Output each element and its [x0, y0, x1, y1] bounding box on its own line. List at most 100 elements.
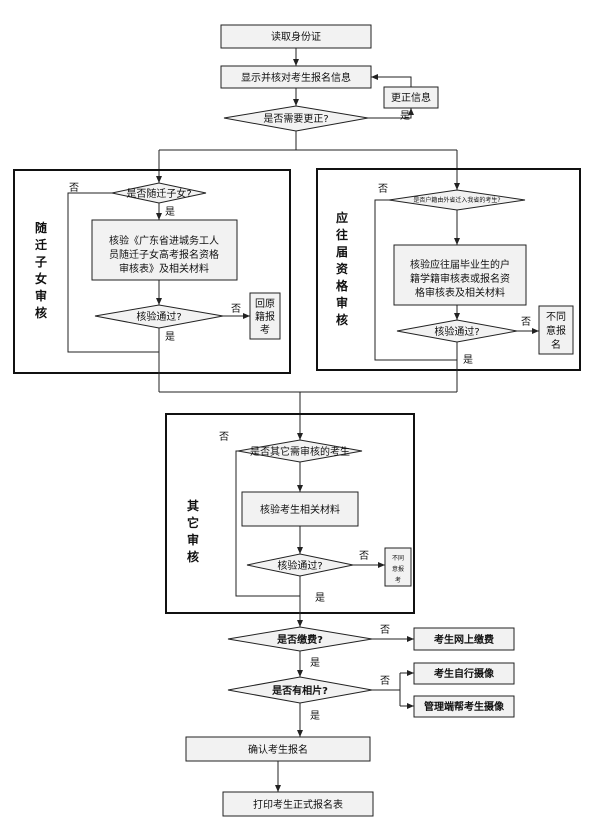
side-char: 核	[35, 305, 47, 320]
arrow-back-to-verify	[371, 74, 412, 87]
migrant-reject-box: 回原 籍报 考	[249, 292, 281, 340]
side-char: 届	[336, 245, 348, 259]
admin-photo-label: 管理端帮考生摄像	[424, 700, 505, 713]
side-char: 格	[336, 278, 349, 293]
admin-photo-step: 管理端帮考生摄像	[413, 695, 515, 718]
migrant-pass-label: 核验通过?	[136, 310, 181, 323]
panel-migrant	[13, 169, 291, 374]
verify-line: 员随迁子女高考报名资格	[109, 248, 219, 261]
photo-decision: 是否有相片?	[227, 676, 373, 704]
self-photo-label: 考生自行摄像	[434, 667, 495, 680]
panel-migrant-side-title: 随 迁 子 女 审 核	[35, 220, 47, 320]
side-char: 审	[35, 288, 47, 303]
yes-label: 是	[165, 331, 175, 343]
yes-label: 是	[310, 710, 320, 722]
graduate-verify-step: 核验应往届毕业生的户 籍学籍审核表或报名资 格审核表及相关材料	[393, 244, 527, 306]
no-label: 否	[69, 182, 79, 194]
graduate-reject-box: 不同 意报 名	[538, 305, 574, 355]
reject-line: 考	[395, 576, 401, 584]
other-pass-label: 核验通过?	[277, 559, 322, 572]
reject-line: 籍报	[255, 310, 275, 323]
side-char: 核	[336, 312, 348, 327]
arrow-to-correct	[368, 108, 414, 119]
other-verify-label: 核验考生相关材料	[260, 503, 340, 516]
photo-question-label: 是否有相片?	[271, 684, 328, 697]
need-correct-decision: 是否需要更正?	[223, 105, 369, 132]
reject-line: 意报	[546, 324, 566, 337]
verify-line: 格审核表及相关材料	[415, 286, 505, 299]
no-label: 否	[521, 316, 531, 328]
side-char: 应	[336, 210, 348, 225]
side-char: 核	[187, 549, 199, 564]
need-correct-label: 是否需要更正?	[263, 113, 328, 125]
panel-other	[165, 413, 415, 614]
graduate-question-label: 是否户籍由外省迁入我省的考生?	[413, 196, 500, 204]
side-char: 往	[336, 227, 348, 242]
side-char: 女	[35, 271, 47, 286]
verify-line: 籍学籍审核表或报名资	[410, 272, 510, 285]
no-label: 否	[378, 183, 388, 195]
side-char: 审	[187, 532, 199, 547]
yes-label: 是	[310, 657, 320, 669]
graduate-pass-label: 核验通过?	[434, 325, 479, 338]
side-char: 其	[187, 498, 199, 513]
correct-info-step: 更正信息	[383, 86, 439, 109]
verify-line: 核验应往届毕业生的户	[410, 258, 510, 271]
panel-graduate-side-title: 应 往 届 资 格 审 核	[336, 210, 349, 327]
panel-other-side-title: 其 它 审 核	[187, 498, 199, 564]
other-verify-step: 核验考生相关材料	[241, 491, 359, 527]
online-fee-label: 考生网上缴费	[434, 633, 494, 646]
confirm-label: 确认考生报名	[248, 743, 308, 756]
side-char: 子	[35, 255, 47, 269]
no-label: 否	[359, 550, 369, 562]
show-verify-label: 显示并核对考生报名信息	[241, 71, 351, 84]
yes-label: 是	[400, 110, 410, 122]
graduate-no-path	[374, 199, 457, 361]
yes-label: 是	[315, 592, 325, 604]
yes-label: 是	[165, 206, 175, 218]
fee-decision: 是否缴费?	[227, 626, 373, 652]
other-no-path	[235, 450, 300, 597]
no-label: 否	[380, 624, 390, 636]
side-char: 随	[35, 220, 47, 235]
show-verify-step: 显示并核对考生报名信息	[220, 65, 372, 89]
reject-line: 不同	[546, 311, 566, 323]
migrant-question-label: 是否随迁子女?	[126, 187, 191, 200]
no-label: 否	[380, 675, 390, 687]
side-char: 资	[336, 261, 348, 276]
reject-line: 不同	[392, 555, 404, 562]
reject-line: 考	[260, 324, 270, 336]
migrant-pass-decision: 核验通过?	[94, 304, 224, 329]
verify-line: 审核表》及相关材料	[119, 262, 209, 275]
graduate-question-decision: 是否户籍由外省迁入我省的考生?	[388, 189, 526, 211]
migrant-verify-step: 核验《广东省进城务工人 员随迁子女高考报名资格 审核表》及相关材料	[91, 219, 238, 281]
no-label: 否	[231, 303, 241, 315]
confirm-step: 确认考生报名	[185, 736, 371, 762]
side-char: 它	[187, 515, 199, 530]
migrant-no-path	[67, 192, 159, 353]
other-pass-decision: 核验通过?	[246, 553, 354, 577]
panel-graduate	[316, 168, 581, 371]
print-step: 打印考生正式报名表	[222, 791, 374, 817]
side-char: 迁	[35, 237, 47, 252]
yes-label: 是	[463, 354, 473, 366]
reject-line: 回原	[255, 298, 275, 310]
self-photo-step: 考生自行摄像	[413, 662, 515, 685]
other-question-decision: 是否其它需审核的考生	[237, 439, 363, 463]
fee-question-label: 是否缴费?	[276, 633, 323, 646]
other-question-label: 是否其它需审核的考生	[250, 445, 350, 458]
other-reject-box: 不同 意报 考	[384, 547, 412, 587]
migrant-question-decision: 是否随迁子女?	[111, 182, 207, 204]
read-id-step: 读取身份证	[220, 24, 372, 49]
read-id-label: 读取身份证	[271, 30, 321, 43]
side-char: 审	[336, 295, 348, 310]
reject-line: 名	[551, 338, 561, 351]
graduate-pass-decision: 核验通过?	[396, 319, 518, 343]
print-label: 打印考生正式报名表	[253, 798, 343, 811]
online-fee-step: 考生网上缴费	[413, 627, 515, 651]
no-label: 否	[219, 431, 229, 443]
correct-info-label: 更正信息	[391, 91, 431, 104]
reject-line: 意报	[392, 565, 404, 573]
verify-line: 核验《广东省进城务工人	[109, 234, 219, 247]
